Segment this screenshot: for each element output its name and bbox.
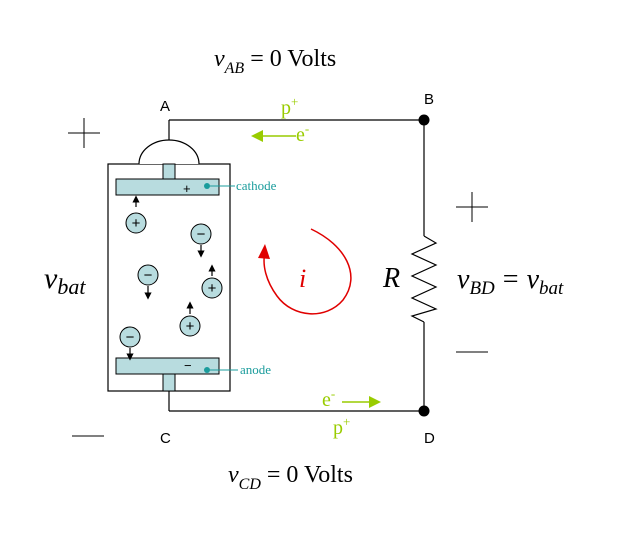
- anode-connector: [162, 373, 176, 392]
- bottom-electron-label: e-: [322, 386, 335, 411]
- node-c-label: C: [160, 430, 171, 447]
- battery-case: [107, 163, 231, 392]
- positive-ion: +: [201, 264, 223, 299]
- node-b-label: B: [424, 91, 434, 108]
- positive-ion: +: [179, 301, 201, 337]
- current-label: i: [299, 264, 306, 293]
- svg-text:+: +: [186, 318, 195, 335]
- cathode-plus-sign: +: [183, 181, 191, 196]
- right-plus-sign: [456, 192, 488, 222]
- battery-terminal-cap: [138, 139, 200, 165]
- top-hole-label: p+: [281, 94, 298, 119]
- node-d-label: D: [424, 430, 435, 447]
- cathode-plate: [115, 178, 220, 196]
- anode-dot: [204, 367, 210, 373]
- svg-text:−: −: [144, 267, 153, 284]
- resistor-label: R: [382, 263, 400, 294]
- positive-ion: +: [125, 195, 147, 234]
- battery-voltage-label: vbat: [44, 262, 86, 299]
- svg-text:+: +: [132, 215, 141, 232]
- anode-plate: [115, 357, 220, 375]
- node-a-label: A: [160, 98, 170, 115]
- svg-text:−: −: [197, 226, 206, 243]
- top-electron-label: e-: [296, 121, 309, 146]
- node-d-dot: [418, 405, 430, 417]
- node-b-dot: [418, 114, 430, 126]
- anode-label: anode: [240, 362, 271, 377]
- svg-text:+: +: [208, 280, 217, 297]
- current-loop-arrow: [263, 228, 352, 315]
- current-loop-arrowhead: [258, 244, 270, 259]
- negative-ion: −: [137, 264, 159, 300]
- svg-text:−: −: [126, 329, 135, 346]
- resistor-voltage-equation: vBD=vbat: [457, 264, 564, 299]
- cathode-connector: [162, 163, 176, 181]
- negative-ion: −: [190, 223, 212, 258]
- negative-ion: −: [119, 326, 141, 361]
- bottom-equation: vCD= 0 Volts: [228, 462, 353, 493]
- cathode-label: cathode: [236, 178, 277, 193]
- top-equation: vAB= 0 Volts: [214, 46, 336, 77]
- cathode-dot: [204, 183, 210, 189]
- anode-minus-sign: −: [184, 358, 192, 373]
- bottom-hole-label: p+: [333, 414, 350, 439]
- resistor: [410, 235, 438, 323]
- left-plus-sign: [68, 118, 100, 148]
